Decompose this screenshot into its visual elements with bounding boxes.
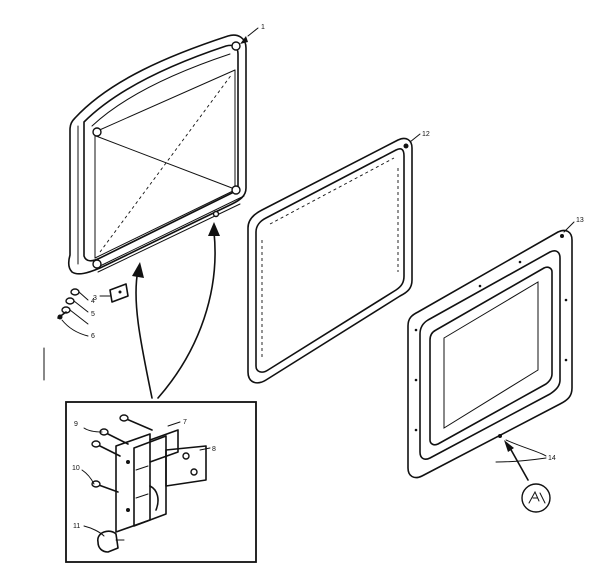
inset-hinge-body [115, 429, 207, 533]
inset-screws [91, 414, 153, 493]
callout-label-10: 10 [72, 465, 80, 472]
hinge-bracket-part: 3 [93, 283, 129, 303]
screw-set-part: 4 5 6 [57, 288, 95, 340]
inset-clip [97, 530, 125, 553]
gasket-part [247, 137, 413, 384]
inset-callouts: 9 7 8 10 11 [72, 419, 216, 537]
callout-14: 14 [495, 439, 556, 513]
callout-1: 1 [247, 24, 265, 37]
leader-arrows [132, 222, 220, 399]
callout-label-3: 3 [93, 295, 97, 302]
callout-label-4: 4 [91, 298, 95, 305]
callout-13: 13 [563, 217, 584, 233]
callout-label-8: 8 [212, 446, 216, 453]
inner-panel-part [407, 229, 573, 479]
callout-label-1: 1 [261, 24, 265, 31]
callout-label-12: 12 [422, 131, 430, 138]
callout-label-6: 6 [91, 333, 95, 340]
callout-label-9: 9 [74, 421, 78, 428]
callout-label-7: 7 [183, 419, 187, 426]
callout-label-11: 11 [73, 523, 80, 530]
hinge-detail-inset: 9 7 8 10 11 [65, 401, 257, 563]
callout-label-14: 14 [548, 455, 556, 462]
door-frame-part [67, 34, 248, 275]
callout-label-5: 5 [91, 311, 95, 318]
callout-label-13: 13 [576, 217, 584, 224]
callout-12: 12 [409, 131, 430, 143]
